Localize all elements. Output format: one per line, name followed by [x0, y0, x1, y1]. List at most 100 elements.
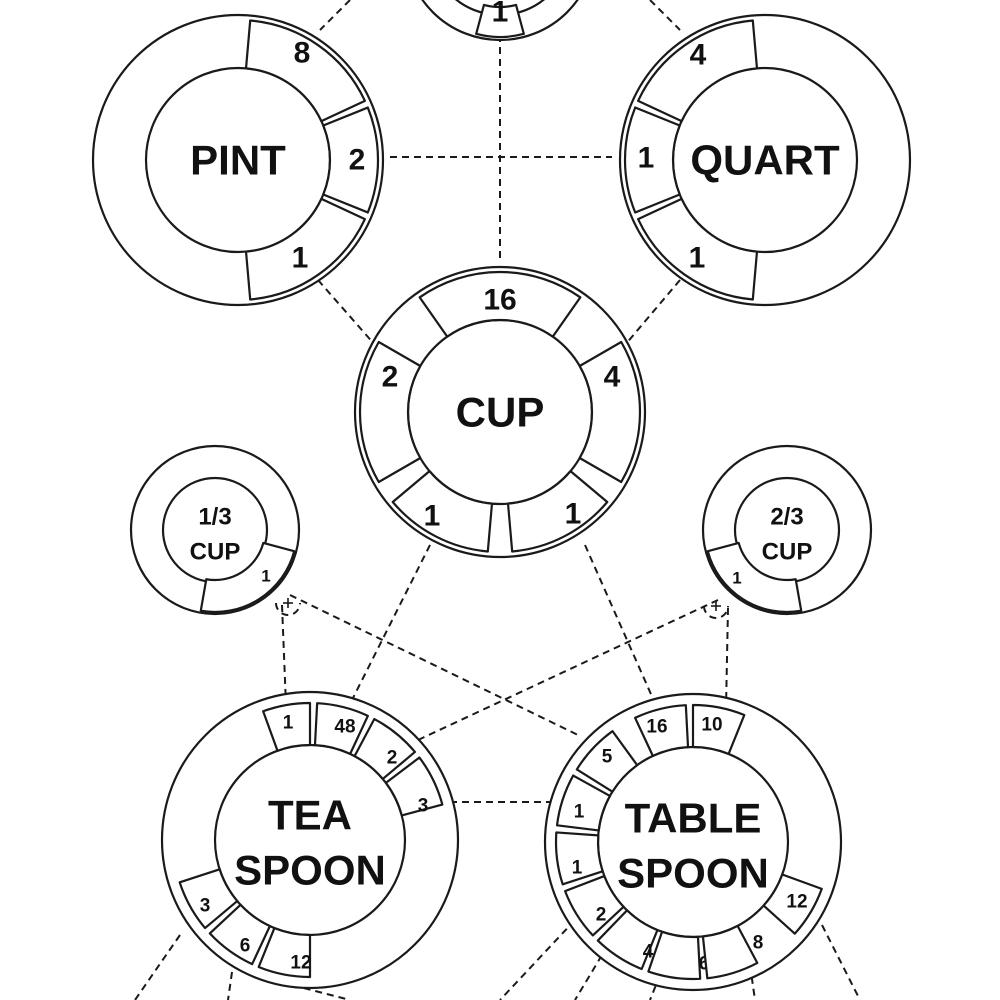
- ratio-segment: [244, 19, 366, 123]
- ratio-segment: [691, 703, 746, 756]
- ratio-segment: [353, 717, 417, 781]
- ratio-value: 1: [261, 567, 270, 586]
- ratio-segment: [706, 541, 803, 614]
- connector-line: [725, 607, 729, 709]
- connector-line: [499, 919, 576, 1000]
- ratio-segment: [418, 270, 582, 338]
- ratio-value: 6: [699, 954, 710, 975]
- connector-line: [317, 279, 376, 346]
- ratio-segment: [575, 730, 639, 793]
- unit-title: CUP: [190, 539, 241, 566]
- ratio-value: 1: [424, 500, 441, 533]
- ratio-segment: [208, 903, 271, 966]
- ratio-segment: [596, 909, 659, 971]
- ratio-value: 2: [349, 144, 366, 177]
- ratio-segment: [244, 197, 366, 301]
- ratio-value: 1: [492, 0, 509, 29]
- ratio-segment: [322, 106, 380, 214]
- ratio-segment: [623, 106, 681, 214]
- ratio-segment: [563, 874, 625, 937]
- ratio-value: 10: [701, 715, 722, 736]
- ratio-value: 5: [602, 747, 613, 768]
- ratio-value: 2: [387, 748, 398, 769]
- junction-marker: [275, 598, 301, 616]
- connector-line: [289, 594, 579, 736]
- ratio-value: 1: [689, 242, 706, 275]
- junction-marker: [703, 601, 729, 619]
- connector-line: [584, 544, 659, 711]
- ratio-segment: [637, 197, 759, 301]
- ratio-value: 12: [290, 953, 311, 974]
- unit-title: SPOON: [234, 847, 386, 894]
- ratio-segment: [762, 873, 823, 935]
- ratio-segment: [634, 704, 690, 758]
- connector-line: [574, 944, 609, 1000]
- ratio-value: 1: [732, 569, 741, 588]
- ratio-segment: [475, 3, 525, 39]
- ratio-value: 1: [638, 142, 655, 175]
- ratio-segment: [199, 541, 296, 614]
- unit-quart: 4 1 1 QUART: [618, 13, 912, 307]
- unit-title: PINT: [190, 137, 286, 184]
- ratio-segment: [647, 930, 702, 981]
- unit-title: SPOON: [617, 850, 769, 897]
- connector-line: [227, 971, 233, 1000]
- ratio-segment: [637, 19, 759, 123]
- ratio-segment: [554, 831, 604, 886]
- unit-cup: 16 2 4 1 1 CUP: [353, 265, 647, 559]
- connector-line: [624, 279, 681, 346]
- connector-line: [281, 604, 287, 706]
- ratio-value: 1: [574, 802, 585, 823]
- ratio-segment: [391, 470, 494, 553]
- connector-line: [649, 0, 681, 31]
- ratio-value: 1: [283, 713, 294, 734]
- ratio-value: 1: [565, 498, 582, 531]
- ratio-value: 6: [240, 936, 251, 957]
- ratio-segment: [555, 774, 612, 832]
- connector-line: [291, 984, 351, 1000]
- ratio-value: 3: [418, 796, 429, 817]
- unit-top: 1: [421, 0, 579, 42]
- ratio-value: 4: [643, 942, 654, 963]
- ratio-value: 3: [200, 896, 211, 917]
- unit-title: QUART: [690, 137, 840, 184]
- unit-title: CUP: [456, 389, 545, 436]
- unit-title: TABLE: [625, 795, 762, 842]
- ratio-segment: [506, 470, 609, 553]
- unit-teaspoon: 1 48 2 3 3 6 12 TEA SPOON: [160, 690, 460, 990]
- ratio-value: 4: [690, 39, 707, 72]
- ratio-value: 1: [292, 242, 309, 275]
- unit-pint: 8 2 1 PINT: [91, 13, 385, 307]
- ratio-segment: [358, 340, 422, 484]
- unit-title: TEA: [268, 792, 352, 839]
- ratio-value: 16: [646, 717, 667, 738]
- ratio-value: 48: [334, 717, 355, 738]
- ratio-segment: [701, 924, 759, 980]
- ratio-value: 4: [604, 361, 621, 394]
- ratio-value: 1: [572, 858, 583, 879]
- ratio-segment: [257, 926, 312, 979]
- connector-line: [351, 544, 431, 701]
- ratio-value: 16: [483, 284, 516, 317]
- connector-line: [134, 934, 181, 1000]
- ratio-segment: [262, 701, 312, 752]
- unit-title: 1/3: [198, 504, 231, 531]
- ratio-value: 2: [596, 905, 607, 926]
- ratio-segment: [578, 340, 642, 484]
- ratio-segment: [384, 756, 444, 817]
- unit-title: CUP: [762, 539, 813, 566]
- unit-title: 2/3: [770, 504, 803, 531]
- ratio-segment: [178, 868, 239, 930]
- connector-line: [319, 0, 351, 31]
- ratio-value: 2: [382, 361, 399, 394]
- ratio-value: 8: [753, 933, 764, 954]
- ratio-value: 12: [786, 892, 807, 913]
- connector-line: [821, 924, 861, 1000]
- ratio-value: 8: [294, 37, 311, 70]
- ratio-segment: [313, 702, 369, 756]
